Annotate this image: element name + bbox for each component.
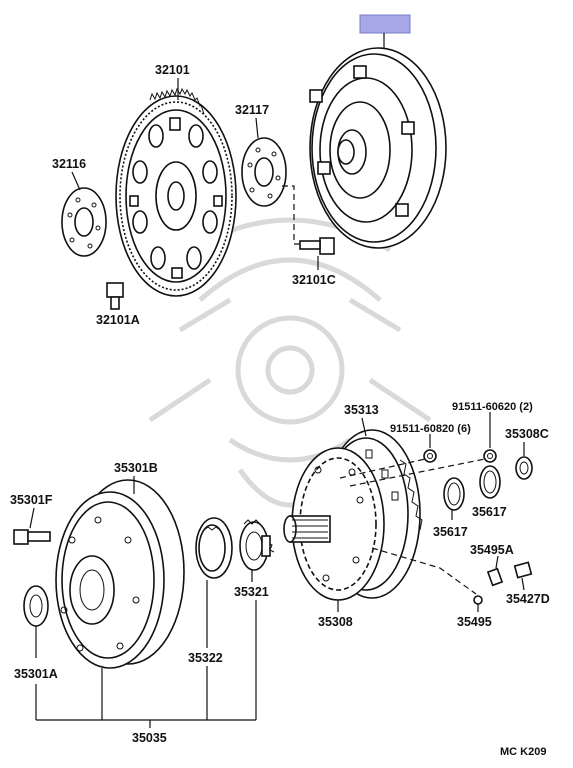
assembly-line-35495 (371, 547, 477, 595)
assembly-line-washer-b (349, 457, 491, 487)
label-35301F: 35301F (10, 493, 53, 507)
leader-35495A (495, 555, 499, 569)
spacer-plate-32116[interactable] (61, 187, 107, 257)
label-35301A: 35301A (14, 667, 58, 681)
ball-35495[interactable] (473, 595, 483, 605)
pin-35495A[interactable] (486, 567, 504, 587)
label-35308C: 35308C (505, 427, 549, 441)
label-35308: 35308 (318, 615, 353, 629)
oil-pump-body-35308[interactable] (283, 447, 385, 601)
bolt-32101C[interactable] (299, 237, 335, 255)
bushing-35427D[interactable] (513, 561, 533, 579)
assembly-line-washer-a (339, 457, 431, 479)
label-91511-60820: 91511-60820 (6) (390, 423, 471, 435)
label-91511-60620: 91511-60620 (2) (452, 401, 533, 413)
torque-converter-highlight-box[interactable] (359, 14, 411, 34)
leader-32117 (255, 117, 259, 139)
torque-converter[interactable] (309, 47, 447, 249)
leader-35313 (361, 417, 367, 437)
bolt-91511-60820[interactable] (423, 449, 437, 463)
seal-ring-35617-b[interactable] (479, 465, 501, 499)
label-32117: 32117 (235, 103, 269, 117)
kit-bracket-35035 (35, 600, 257, 728)
label-35495A: 35495A (470, 543, 514, 557)
label-35321: 35321 (234, 585, 269, 599)
label-32101A: 32101A (96, 313, 140, 327)
bolt-91511-60620[interactable] (483, 449, 497, 463)
leader-35301F (29, 507, 35, 529)
oil-seal-35308C[interactable] (515, 456, 533, 480)
leader-32116 (71, 171, 81, 191)
label-35427D: 35427D (506, 592, 550, 606)
front-plate-32117[interactable] (241, 137, 287, 207)
oil-seal-35301A[interactable] (23, 585, 49, 627)
label-32101: 32101 (155, 63, 190, 77)
label-32101C: 32101C (292, 273, 336, 287)
label-35322: 35322 (188, 651, 223, 665)
label-35035: 35035 (132, 731, 167, 745)
driven-gear-35322[interactable] (195, 517, 233, 579)
seal-ring-35617-a[interactable] (443, 477, 465, 511)
label-35313: 35313 (344, 403, 379, 417)
label-35495: 35495 (457, 615, 492, 629)
label-35617-a: 35617 (433, 525, 468, 539)
pump-housing-35301B[interactable] (55, 479, 185, 669)
flexplate-32101[interactable] (115, 87, 237, 297)
bolt-32101A[interactable] (106, 282, 124, 310)
drive-gear-35321[interactable] (239, 519, 275, 571)
label-35617-b: 35617 (472, 505, 507, 519)
leader-35427D (521, 577, 525, 591)
label-32116: 32116 (52, 157, 86, 171)
assembly-line-32101C (282, 185, 310, 245)
label-35301B: 35301B (114, 461, 158, 475)
figure-code: MC K209 (500, 746, 546, 758)
bolt-35301F[interactable] (13, 529, 51, 545)
